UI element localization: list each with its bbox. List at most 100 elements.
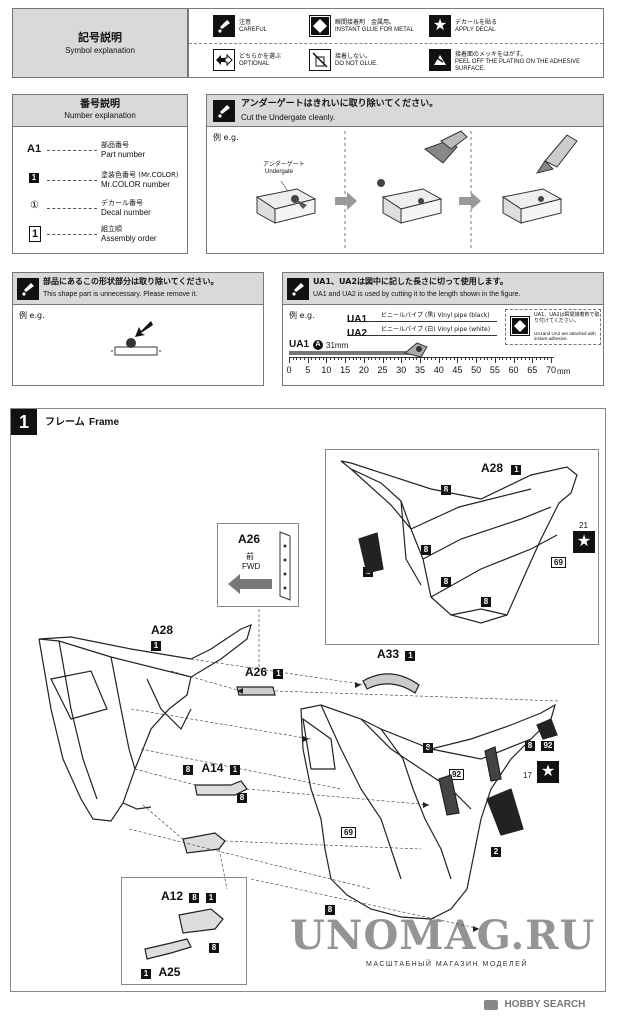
careful-icon bbox=[213, 100, 235, 122]
ruler-tick bbox=[498, 357, 500, 360]
ruler-tick bbox=[289, 357, 290, 363]
optional-arrows-icon bbox=[213, 49, 235, 71]
a28-text: A28 bbox=[151, 623, 174, 637]
ruler-tick bbox=[341, 357, 343, 360]
symbol-title-jp: 記号説明 bbox=[78, 31, 122, 44]
vinyl-note-jp: UA1、UA2は瞬間接着剤で取り付けてください。 bbox=[534, 312, 600, 324]
ruler-tick bbox=[494, 357, 496, 363]
glue-jp: 瞬間接着剤 金属用。 bbox=[335, 19, 396, 26]
ruler-label: 55 bbox=[489, 365, 500, 375]
a26-text: A26 bbox=[245, 665, 268, 679]
decal-21: 21 bbox=[579, 521, 588, 530]
color-69: 69 bbox=[551, 557, 566, 568]
ruler-tick bbox=[420, 357, 421, 363]
ruler-tick bbox=[457, 357, 459, 363]
undergate-diagram bbox=[255, 130, 578, 251]
ruler-tick bbox=[551, 357, 552, 363]
fwd-box: A26 前 FWD bbox=[217, 523, 299, 607]
fwd-jp: 前 bbox=[246, 552, 254, 561]
symbol-explanation-header: 記号説明 Symbol explanation bbox=[12, 8, 188, 78]
ruler-tick bbox=[352, 357, 354, 360]
optional-jp: どちらかを選ぶ bbox=[239, 53, 282, 60]
ruler-tick bbox=[423, 357, 425, 360]
color-92: 92 bbox=[541, 741, 555, 751]
color-2: 2 bbox=[491, 847, 501, 857]
symbol-title-en: Symbol explanation bbox=[65, 46, 135, 55]
ruler-tick bbox=[513, 357, 515, 363]
color-8: 8 bbox=[325, 905, 335, 915]
step-title-jp: フレーム bbox=[45, 417, 85, 428]
number-explanation-panel: 番号説明 Number explanation A1 部品番号 Part num… bbox=[12, 94, 188, 254]
undergate-eg: 例 e.g. bbox=[213, 133, 239, 142]
ruler-label: 15 bbox=[340, 365, 351, 375]
vinyl-row-ua2: UA2 ビニールパイプ (白) Vinyl pipe (white) bbox=[347, 323, 497, 339]
frame-diagram bbox=[38, 460, 578, 960]
ruler-tick bbox=[296, 357, 298, 360]
ruler-tick bbox=[300, 357, 302, 360]
fwd-en: FWD bbox=[242, 562, 261, 571]
label-a25: 1 A25 bbox=[141, 963, 180, 981]
ruler-tick bbox=[390, 357, 392, 360]
ruler-tick bbox=[401, 357, 403, 363]
ruler-label: 45 bbox=[452, 365, 463, 375]
a25-text: A25 bbox=[158, 965, 181, 979]
decal-en: APPLY DECAL bbox=[455, 27, 496, 33]
undergate-title-en: Cut the Undergate cleanly. bbox=[241, 113, 336, 122]
undergate-label-jp: アンダーゲート bbox=[263, 161, 305, 168]
ruler-tick bbox=[502, 357, 504, 360]
sample-part-icon bbox=[403, 342, 428, 358]
ruler-tick bbox=[547, 357, 549, 360]
star-icon: ★ bbox=[573, 531, 595, 553]
star-icon: ★ bbox=[429, 15, 451, 37]
color-1: 1 bbox=[273, 669, 284, 679]
step-number: 1 bbox=[11, 409, 37, 435]
color-1: 1 bbox=[205, 893, 216, 903]
ruler-tick bbox=[318, 357, 320, 360]
step-title-en: Frame bbox=[89, 417, 120, 428]
optional-en: OPTIONAL bbox=[239, 61, 270, 67]
ruler-tick bbox=[449, 357, 451, 360]
careful-icon bbox=[17, 278, 39, 300]
decal-en-label: Decal number bbox=[101, 208, 151, 217]
peel-plating-icon bbox=[429, 49, 451, 71]
color-1: 1 bbox=[405, 651, 416, 661]
vinyl-panel: UA1、UA2は図中に記した長さに切って使用します。 UA1 and UA2 i… bbox=[282, 272, 604, 386]
ruler-tick bbox=[506, 357, 508, 360]
unnecessary-panel: 部品にあるこの形状部分は取り除いてください。 This shape part i… bbox=[12, 272, 264, 386]
ua1-code: UA1 bbox=[347, 314, 368, 325]
ruler-tick bbox=[446, 357, 448, 360]
ruler-label: 30 bbox=[396, 365, 407, 375]
ruler-tick bbox=[371, 357, 373, 360]
a14-text: A14 bbox=[201, 761, 224, 775]
color-8: 8 bbox=[441, 577, 451, 587]
color-8: 8 bbox=[209, 943, 219, 953]
ruler-tick bbox=[408, 357, 410, 360]
ruler-tick bbox=[337, 357, 339, 360]
label-a12: A12 8 1 bbox=[161, 887, 216, 905]
part-en: Part number bbox=[101, 150, 146, 159]
vinyl-note-en: UA1and UA2 are attached with instant adh… bbox=[534, 331, 596, 341]
ruler-tick bbox=[438, 357, 440, 363]
decal-mark: ① bbox=[30, 200, 39, 211]
vinyl-note: UA1、UA2は瞬間接着剤で取り付けてください。 UA1and UA2 are … bbox=[505, 309, 601, 345]
a26-part-icon bbox=[279, 531, 291, 601]
ruler-tick bbox=[479, 357, 481, 360]
ruler-tick bbox=[431, 357, 433, 360]
ruler-tick bbox=[322, 357, 324, 360]
sample-len: 31mm bbox=[326, 341, 349, 350]
ruler-tick bbox=[521, 357, 523, 360]
ruler-label: 5 bbox=[305, 365, 311, 375]
careful-icon bbox=[213, 15, 235, 37]
ruler-tick bbox=[543, 357, 545, 360]
label-a28-inset: A28 1 bbox=[481, 459, 522, 477]
a33-text: A33 bbox=[377, 647, 400, 661]
peel-jp: 接着面のメッキをはがす。 bbox=[455, 51, 527, 58]
undergate-label-en: Undergate bbox=[265, 169, 294, 175]
number-title-en: Number explanation bbox=[64, 111, 136, 120]
peel-en: PEEL OFF THE PLATING ON THE ADHESIVE SUR… bbox=[455, 59, 581, 72]
number-title-jp: 番号説明 bbox=[80, 99, 120, 110]
color-8: 8 bbox=[421, 545, 431, 555]
label-8-92: 8 92 bbox=[525, 735, 555, 753]
ruler-tick bbox=[427, 357, 429, 360]
no-glue-en: DO NOT GLUE. bbox=[335, 61, 378, 67]
